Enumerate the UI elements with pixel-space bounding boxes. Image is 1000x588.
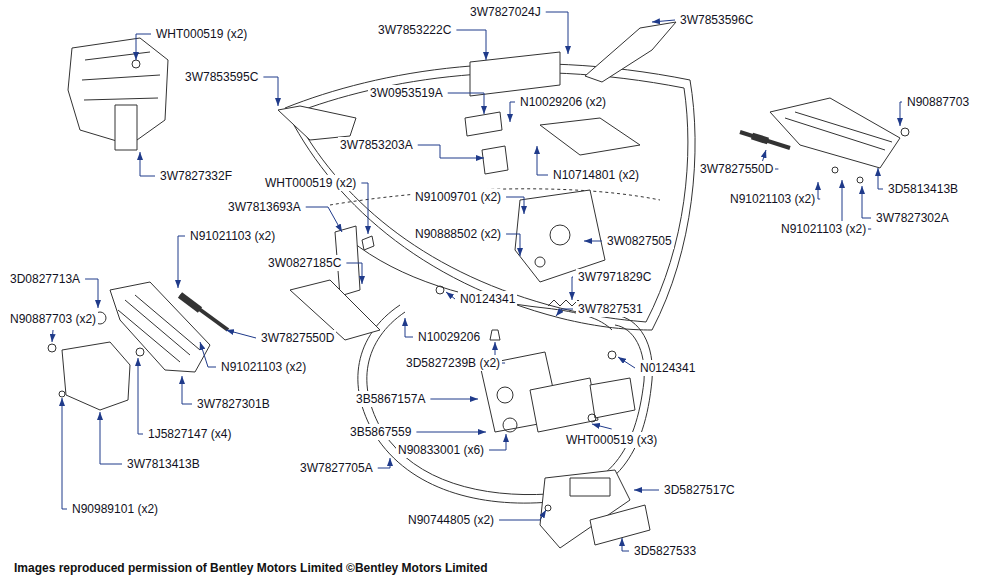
leader-line (900, 102, 902, 126)
leader-line (818, 182, 820, 199)
part-number: 1J5827147 (x4) (146, 426, 233, 442)
leader-line (85, 279, 98, 308)
leader-line (446, 292, 455, 299)
leader-line (416, 432, 486, 433)
part-number: 3D5827239B (x2) (404, 355, 502, 371)
part-number: N10029206 (416, 329, 482, 345)
part-number: 3B5867559 (348, 424, 413, 440)
leader-line (506, 234, 520, 256)
part-number: 3W0953519A (368, 85, 445, 101)
leader-line (572, 277, 573, 300)
leader-line (138, 358, 143, 434)
part-number: 3W0827185C (266, 255, 343, 271)
part-number: N0124341 (458, 291, 517, 307)
part-number: 3W0827505 (605, 233, 674, 249)
part-number: 3B5867157A (354, 391, 427, 407)
leader-line (862, 186, 871, 218)
leader-line (489, 434, 506, 450)
leader-line (346, 263, 362, 284)
part-number: WHT000519 (x2) (263, 175, 358, 191)
part-number: 3W7827550D (259, 330, 336, 346)
leader-line (306, 207, 342, 232)
part-number: N90744805 (x2) (406, 512, 496, 528)
leader-line (506, 197, 524, 214)
leader-line (499, 510, 546, 520)
copyright-caption: Images reproduced permission of Bentley … (14, 560, 488, 576)
part-number: 3W7813693A (226, 199, 303, 215)
leader-line (652, 20, 675, 22)
leader-line (140, 152, 155, 176)
leader-line (62, 398, 67, 509)
leader-line (618, 357, 635, 368)
leader-line (361, 183, 368, 234)
part-number: WHT000519 (x3) (564, 432, 659, 448)
part-number: N0124341 (638, 360, 697, 376)
leader-line (378, 458, 390, 468)
leader-line (584, 241, 602, 242)
part-number: N90833001 (x6) (396, 442, 486, 458)
part-number: 3W7827024J (468, 4, 543, 20)
leader-line (448, 93, 484, 114)
leader-line (52, 330, 53, 342)
leader-line (263, 77, 278, 106)
part-number: N91021103 (x2) (728, 191, 817, 207)
leader-line (405, 318, 413, 337)
leader-line (100, 412, 122, 464)
part-number: 3W7853222C (376, 22, 453, 38)
part-number: 3W7971829C (576, 269, 653, 285)
part-number: 3W7827302A (874, 210, 951, 226)
part-number: 3W7853596C (678, 12, 755, 28)
leader-line (556, 309, 573, 316)
part-number: 3W7827332F (158, 168, 234, 184)
leader-line (537, 146, 548, 175)
leader-line (136, 34, 151, 60)
leader-line (430, 399, 478, 400)
part-number: 3W7827531 (576, 301, 645, 317)
part-number: N90989101 (x2) (70, 501, 160, 517)
leader-line (178, 236, 185, 288)
leader-line (634, 490, 659, 491)
part-number: 3W7853203A (338, 137, 415, 153)
leader-line (592, 424, 612, 429)
leader-line (510, 102, 515, 122)
part-number: N91021103 (x2) (188, 228, 277, 244)
leader-line (182, 376, 192, 404)
part-number: N91009701 (x2) (413, 189, 503, 205)
part-number: 3W7827705A (298, 460, 375, 476)
leader-line (418, 145, 484, 158)
part-number: 3W7853595C (183, 69, 260, 85)
leader-line (622, 538, 629, 551)
part-number: N10029206 (x2) (518, 94, 608, 110)
part-number: 3W7827301B (195, 396, 272, 412)
part-number: 3D5827533 (632, 543, 698, 559)
part-number: 3D0827713A (8, 271, 82, 287)
part-number: WHT000519 (x2) (154, 26, 249, 42)
part-number: N91021103 (x2) (779, 221, 868, 237)
part-number: 3D5827517C (662, 482, 737, 498)
leader-line (878, 168, 883, 189)
leader-line (226, 330, 256, 338)
leader-line (546, 12, 568, 54)
part-number: N10714801 (x2) (551, 167, 641, 183)
part-number: N90888502 (x2) (413, 226, 503, 242)
leader-line (200, 342, 216, 367)
part-number: N90887703 (905, 94, 971, 110)
part-number: 3D5813413B (886, 181, 960, 197)
part-number: N91021103 (x2) (219, 359, 308, 375)
part-number: 3W7827550D (698, 161, 775, 177)
leader-line (456, 30, 486, 60)
part-number: N90887703 (x2) (8, 311, 98, 327)
part-number: 3W7813413B (125, 456, 202, 472)
